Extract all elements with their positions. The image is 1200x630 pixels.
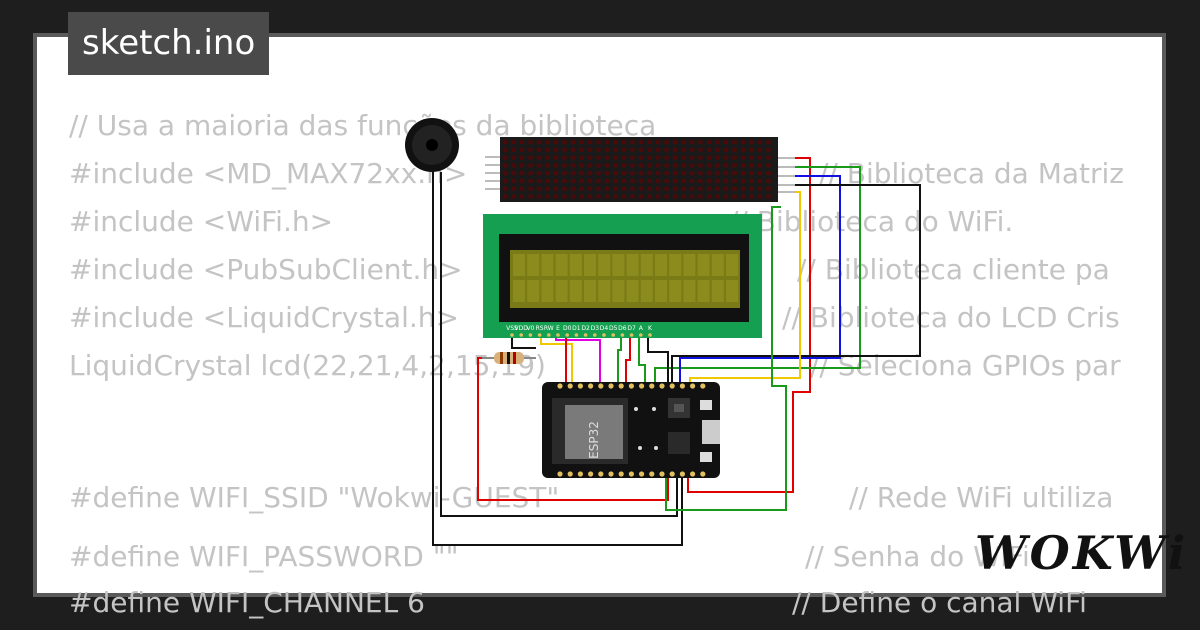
lcd-pin-pad [519,333,523,337]
led-matrix[interactable] [485,137,795,202]
code-line-5: #include <LiquidCrystal.h> [69,301,459,334]
wire-black-lcd [647,333,669,385]
lcd-pin-label-d0: D0 [563,325,572,332]
wire-green-matrix [654,166,861,385]
lcd-pin-pad [528,333,533,337]
lcd-pin-pad [574,333,579,337]
preview-card: // Usa a maioria das funções da bibliote… [33,33,1166,619]
wire-blue-matrix [679,175,841,385]
lcd-pin-pad [565,333,569,337]
code-editor: // Usa a maioria das funções da bibliote… [37,37,1170,619]
lcd-pin-pad [629,333,634,337]
comment-6: // Rede WiFi ultiliza [849,481,1114,514]
lcd-pin-label-d7: D7 [627,325,636,332]
wire-black-buzzer-2 [440,172,678,517]
lcd-pin-label-rw: RW [544,325,554,332]
wire-red-matrix [687,157,811,493]
matrix-pins-right [778,157,795,193]
file-tab[interactable]: sketch.ino [68,12,270,75]
wokwi-logo: WOKWi [975,526,1189,580]
code-line-1: // Usa a maioria das funções da bibliote… [69,109,657,142]
lcd-pin-label-k: K [648,325,653,332]
en-button[interactable] [700,400,712,410]
wire-black-matrix [671,184,921,385]
boot-button[interactable] [700,452,712,462]
lcd-pin-label-d5: D5 [609,325,618,332]
buzzer[interactable] [405,118,459,172]
lcd-pin-label-d2: D2 [581,325,590,332]
matrix-dots [502,139,771,200]
matrix-pins-left [485,156,500,190]
wire-red-lcd-2 [625,333,631,385]
comment-7: // Senha do WiFi [805,540,1030,573]
lcd-pin-pad [611,333,615,337]
lcd-pin-pad [510,333,514,337]
resistor[interactable] [482,352,536,364]
lcd-pin-pad [593,333,597,337]
lcd-pin-pad [602,333,606,337]
esp32-chip-label: ESP32 [587,421,601,459]
code-line-3: #include <WiFi.h> [69,205,334,238]
lcd-pin-label-rs: RS [536,325,544,332]
lcd-pin-label-v0: V0 [526,325,534,332]
lcd-pin-label-a: A [639,325,644,332]
usb-port [702,420,720,444]
esp-pins-top [557,383,706,389]
wire-green-lcd [665,206,787,511]
lcd-pin-label-vss: VSS [506,325,518,332]
lcd-pin-pad [556,333,560,337]
comment-8: // Define o canal WiFi [792,586,1087,619]
lcd-pin-label-d6: D6 [618,325,627,332]
lcd-pin-pad [620,333,625,337]
wire-yellow-lcd [540,333,573,385]
wire-green-lcd-3 [638,333,646,385]
lcd-pin-label-d1: D1 [572,325,581,332]
lcd-pin-label-d3: D3 [591,325,600,332]
code-line-10: #define WIFI_CHANNEL 6 [69,586,425,619]
lcd-cells [513,254,738,302]
lcd-pin-pad [583,333,588,337]
lcd-pin-label-e: E [556,325,560,332]
comment-3: // Biblioteca cliente pa [797,253,1110,286]
wire-magenta-lcd [555,333,601,385]
comment-4: // Biblioteca do LCD Cris [782,301,1120,334]
lcd-pin-label-d4: D4 [600,325,609,332]
lcd-pin-pad [639,333,643,337]
wire-green-lcd-2 [617,333,622,385]
lcd-pin-pad [537,333,542,337]
esp-pins-bottom [557,471,706,477]
code-line-4: #include <PubSubClient.h> [69,253,463,286]
wire-black-buzzer [432,170,683,546]
lcd-pin-label-vdd: VDD [515,325,529,332]
lcd-pin-pad [648,333,652,337]
lcd-pin-pad [547,333,551,337]
esp32-board[interactable]: ESP32 [542,382,720,478]
code-line-9: #define WIFI_PASSWORD "" [69,540,459,573]
code-line-8: #define WIFI_SSID "Wokwi-GUEST" [69,481,560,514]
